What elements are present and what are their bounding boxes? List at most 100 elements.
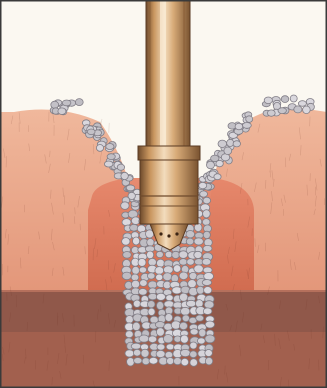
gravel-stone <box>173 265 180 273</box>
gravel-stone <box>194 238 203 245</box>
gravel-stone <box>179 272 188 280</box>
gravel-stone <box>203 231 210 238</box>
gravel-stone <box>106 144 114 150</box>
gravel-stone <box>207 161 215 169</box>
gravel-stone <box>122 219 131 226</box>
gravel-stone <box>197 286 204 294</box>
gravel-stone <box>165 314 173 322</box>
gravel-stone <box>204 301 214 309</box>
gravel-stone <box>166 358 174 365</box>
gravel-stone <box>267 110 275 116</box>
gravel-stone <box>264 97 272 104</box>
gravel-stone <box>233 141 240 147</box>
gravel-stone <box>190 342 197 349</box>
gravel-stone <box>202 280 211 286</box>
gravel-stone <box>199 329 206 337</box>
gravel-stone <box>179 259 187 266</box>
gravel-stone <box>294 106 302 113</box>
gravel-stone <box>87 129 95 135</box>
gravel-stone <box>51 101 59 108</box>
gravel-stone <box>186 238 194 245</box>
gravel-stone <box>202 258 211 265</box>
gravel-stone <box>203 308 212 315</box>
gravel-stone <box>235 123 243 130</box>
gravel-stone <box>180 349 190 356</box>
gravel-stone <box>104 161 113 167</box>
gravel-stone <box>121 202 129 210</box>
probe-jet-hole <box>175 232 178 235</box>
gravel-stone <box>147 251 154 259</box>
gravel-stone <box>133 349 140 356</box>
gravel-stone <box>190 359 198 367</box>
gravel-stone <box>196 300 204 308</box>
gravel-stone <box>132 280 140 288</box>
gravel-stone <box>107 154 115 160</box>
gravel-stone <box>149 357 158 364</box>
gravel-stone <box>131 274 139 281</box>
gravel-stone <box>174 358 182 365</box>
gravel-stone <box>172 287 182 294</box>
gravel-stone <box>246 116 253 123</box>
gravel-stone <box>96 145 103 152</box>
probe-shaft-highlight <box>160 0 166 148</box>
probe-body-lower <box>140 160 198 224</box>
gravel-stone <box>281 96 289 103</box>
gravel-stone <box>148 293 157 299</box>
gravel-stone <box>58 108 66 115</box>
gravel-stone <box>202 219 210 226</box>
gravel-stone <box>181 358 189 365</box>
gravel-stone <box>123 252 132 259</box>
gravel-stone <box>196 315 204 321</box>
gravel-stone <box>134 358 142 364</box>
gravel-stone <box>298 101 306 107</box>
gravel-stone <box>148 258 156 266</box>
gravel-stone <box>139 289 148 296</box>
gravel-stone <box>163 273 172 281</box>
gravel-stone <box>166 344 174 350</box>
gravel-stone <box>203 245 212 251</box>
gravel-stone <box>122 272 131 280</box>
gravel-stone <box>205 335 215 343</box>
probe-jet-hole <box>167 234 170 237</box>
gravel-stone <box>138 258 146 266</box>
gravel-stone <box>133 300 140 307</box>
gravel-stone <box>187 259 195 266</box>
gravel-stone <box>224 147 232 155</box>
gravel-stone <box>156 350 165 357</box>
gravel-stone <box>62 100 71 106</box>
gravel-stone <box>156 251 163 257</box>
gravel-stone <box>204 273 214 281</box>
gravel-stone <box>132 322 140 330</box>
gravel-stone <box>190 351 197 358</box>
gravel-stone <box>200 191 208 197</box>
gravel-stone <box>205 357 212 365</box>
gravel-stone <box>140 280 148 287</box>
gravel-stone <box>216 160 223 166</box>
gravel-stone <box>121 172 128 179</box>
gravel-stone <box>278 108 286 114</box>
gravel-stone <box>199 182 207 188</box>
gravel-stone <box>179 251 188 259</box>
gravel-stone <box>190 329 198 335</box>
gravel-stone <box>130 224 139 231</box>
gravel-stone <box>117 164 124 170</box>
gravel-stone <box>156 274 163 281</box>
gravel-stone <box>214 174 221 180</box>
gravel-stone <box>186 300 196 307</box>
gravel-stone <box>203 197 211 204</box>
gravel-stone <box>290 95 297 102</box>
gravel-stone <box>157 344 165 350</box>
gravel-stone <box>132 266 140 274</box>
gravel-stone <box>186 231 195 238</box>
gravel-stone <box>147 273 155 279</box>
gravel-stone <box>128 192 135 199</box>
gravel-stone <box>179 293 187 301</box>
probe-collar <box>138 146 200 160</box>
gravel-stone <box>122 238 130 246</box>
gravel-stone <box>157 259 165 267</box>
gravel-stone <box>218 140 227 147</box>
gravel-stone <box>156 328 164 336</box>
gravel-stone <box>75 99 83 106</box>
